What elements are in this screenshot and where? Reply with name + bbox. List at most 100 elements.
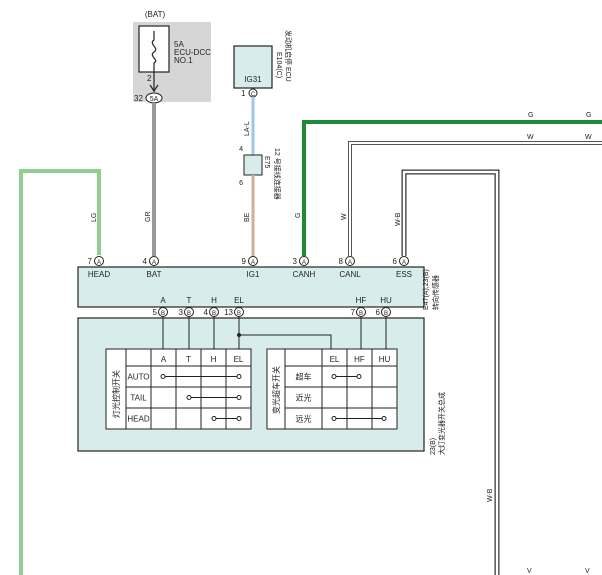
ecu-pin-number: 1 bbox=[241, 89, 246, 98]
junction-code: E75 bbox=[263, 156, 270, 169]
switch-pin-number: 6 bbox=[376, 308, 381, 317]
switch-pin-connector-code: B bbox=[237, 311, 241, 317]
sensor-pin-connector-code: A bbox=[302, 260, 306, 266]
junction-connector bbox=[243, 154, 263, 176]
wire-w-label: W bbox=[341, 213, 348, 220]
sensor-pin-number: 6 bbox=[393, 257, 398, 266]
light-switch-title: 灯光控制开关 bbox=[111, 370, 121, 418]
switch-pin-number: 3 bbox=[179, 308, 184, 317]
wire-g-label: G bbox=[295, 213, 302, 218]
ecu-box bbox=[233, 45, 273, 89]
sensor-pin-connector-icon bbox=[345, 256, 355, 266]
switch-assembly-name: 大灯变光器开关总成 bbox=[437, 392, 446, 455]
contact-point-icon bbox=[331, 416, 337, 421]
dimmer-switch-column-header: HU bbox=[379, 355, 391, 364]
fuse-pin-top: 2 bbox=[147, 74, 152, 83]
sensor-pin-label: IG1 bbox=[247, 270, 260, 279]
contact-point-icon bbox=[186, 395, 192, 400]
wire-v-label-1: V bbox=[527, 568, 532, 575]
contact-point-icon bbox=[331, 374, 337, 379]
wire-g-label-right: G bbox=[586, 112, 591, 119]
switch-pin-connector-code: B bbox=[161, 311, 165, 317]
fuse-name-line2: NO.1 bbox=[174, 56, 193, 65]
wire-gr-label: GR bbox=[145, 212, 152, 223]
contact-point-icon bbox=[236, 395, 242, 400]
sensor-pin-connector-code: A bbox=[348, 260, 352, 266]
sensor-pin-connector-icon bbox=[399, 256, 409, 266]
contact-point-icon bbox=[211, 416, 217, 421]
fuse-block: (BAT) 5A ECU-DCC NO.1 2 32 5A bbox=[133, 10, 211, 104]
dimmer-switch-column-header: HF bbox=[354, 355, 365, 364]
ecu-connector-code: C bbox=[251, 92, 256, 98]
sensor-connector-code: E47(A),23(B) bbox=[423, 269, 430, 310]
dimmer-switch-title: 变光超车开关 bbox=[271, 366, 281, 414]
switch-pin-label: HU bbox=[380, 296, 392, 305]
wire-g-label-top: G bbox=[528, 112, 533, 119]
junction-pin-top: 4 bbox=[239, 146, 243, 153]
switch-connector-code: 23(B) bbox=[430, 438, 437, 455]
dimmer-switch-row-label: 超车 bbox=[296, 372, 312, 382]
dimmer-switch-row-label: 远光 bbox=[296, 414, 312, 424]
ecu-block: IG31 1 C E104(C) 发动机启停 ECU bbox=[233, 30, 293, 98]
sensor-pin-connector-code: A bbox=[251, 260, 255, 266]
fuse-symbol-icon bbox=[151, 31, 157, 72]
wire-w-label-right: W bbox=[585, 134, 592, 141]
steering-sensor-box bbox=[77, 266, 425, 308]
sensor-pin-connector-icon bbox=[299, 256, 309, 266]
sensor-pin-number: 4 bbox=[143, 257, 148, 266]
ecu-box-label: IG31 bbox=[244, 75, 262, 84]
arrow-down-icon bbox=[149, 84, 159, 93]
switch-pin-label: H bbox=[211, 296, 217, 305]
switch-pin-label: HF bbox=[356, 296, 367, 305]
dimmer-switch-row-label: 近光 bbox=[296, 393, 312, 403]
switch-pin-label: EL bbox=[234, 296, 244, 305]
junction-name: 12 号接线连接器 bbox=[273, 148, 282, 200]
switch-pin-label: A bbox=[160, 296, 166, 305]
dimmer-passing-switch: 变光超车开关 bbox=[266, 348, 398, 430]
contact-point-icon bbox=[356, 374, 362, 379]
fuse-connector-code: 5A bbox=[150, 96, 159, 103]
switch-pin-number: 5 bbox=[153, 308, 158, 317]
sensor-pin-connector-icon bbox=[248, 256, 258, 266]
fuse-pin-number: 32 bbox=[134, 94, 143, 103]
wire-be-label: BE bbox=[244, 212, 251, 222]
switch-pin-number: 13 bbox=[224, 308, 233, 317]
wire-w bbox=[349, 142, 602, 256]
dimmer-switch-table-frame bbox=[266, 348, 398, 430]
wires: LG GR LA-L 4 6 E75 12 号接线连接器 BE G G G W … bbox=[19, 97, 602, 575]
light-switch-row-label: TAIL bbox=[130, 394, 147, 403]
wire-lg-label: LG bbox=[91, 213, 98, 222]
sensor-name: 转向传感器 bbox=[431, 275, 440, 310]
wire-w-label-top: W bbox=[527, 134, 534, 141]
light-switch-column-header: T bbox=[186, 355, 191, 364]
light-switch-row-label: HEAD bbox=[127, 415, 149, 424]
ecu-connector-label: E104(C) bbox=[275, 52, 282, 78]
sensor-pin-number: 9 bbox=[242, 257, 247, 266]
wire-w-outline bbox=[348, 141, 602, 256]
light-switch-row-label: AUTO bbox=[127, 373, 149, 382]
switch-pin-connector-code: B bbox=[187, 311, 191, 317]
sensor-pin-number: 3 bbox=[293, 257, 298, 266]
switch-pin-connector-code: B bbox=[212, 311, 216, 317]
sensor-pin-number: 8 bbox=[339, 257, 344, 266]
sensor-pin-connector-code: A bbox=[152, 260, 156, 266]
sensor-pin-number: 7 bbox=[88, 257, 93, 266]
switch-pin-number: 7 bbox=[351, 308, 356, 317]
wire-g bbox=[302, 120, 602, 256]
dimmer-switch-column-header: EL bbox=[330, 355, 340, 364]
sensor-pin-connector-code: A bbox=[402, 260, 406, 266]
sensor-pin-label: CANL bbox=[339, 270, 361, 279]
fuse-supply-label: (BAT) bbox=[145, 10, 166, 19]
junction-pin-bottom: 6 bbox=[239, 180, 243, 187]
switch-pin-label: T bbox=[187, 296, 192, 305]
light-switch-column-header: EL bbox=[234, 355, 244, 364]
contact-point-icon bbox=[381, 416, 387, 421]
fuse-rating: 5A bbox=[174, 40, 184, 49]
wire-la-l-label: LA-L bbox=[244, 121, 251, 136]
contact-point-icon bbox=[236, 416, 242, 421]
switch-pin-number: 4 bbox=[204, 308, 209, 317]
wire-lg bbox=[19, 169, 101, 575]
